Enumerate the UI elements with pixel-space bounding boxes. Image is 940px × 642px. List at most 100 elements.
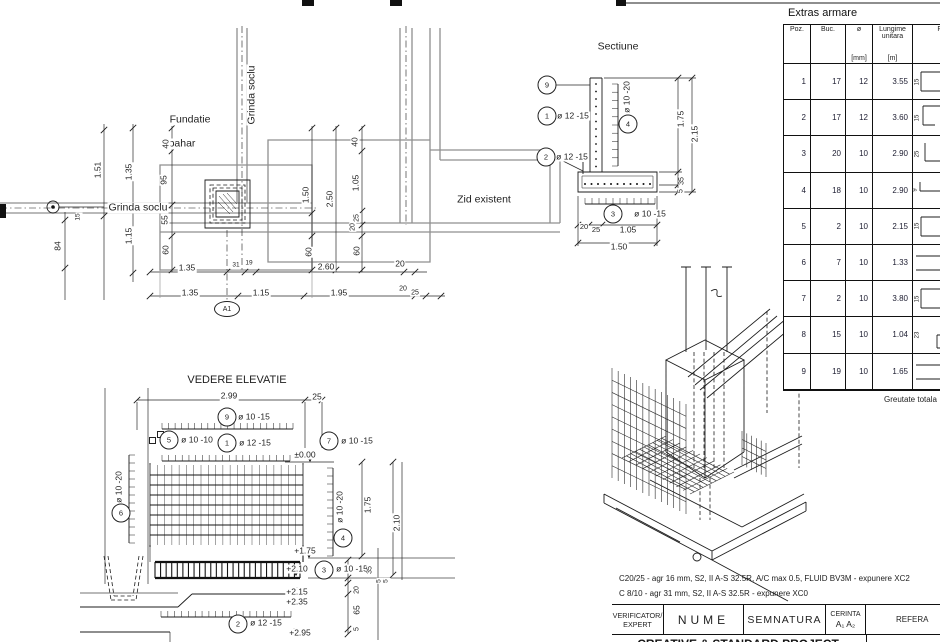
cell-dia: 10 [846,353,873,390]
plan-label: 60 [351,245,362,257]
plan-label: 20 [349,222,357,232]
plan-label: 1.50 [300,185,311,205]
cell-buc: 19 [811,353,846,390]
cell-buc: 17 [811,64,846,101]
isometric-rebar-3d [603,266,807,602]
elevation-label: +1.75 [293,545,317,556]
plan-label: 1.15 [123,226,134,246]
elevation-label: 1.75 [362,495,373,515]
fold-mark [390,0,402,6]
elevation-label: ø 10 -20 [334,490,345,524]
rebar-position-marker: 2 [228,614,248,634]
cell-forma-shape: 15 [913,64,940,101]
cell-lungime: 1.33 [873,244,913,282]
section-label: Sectiune [596,40,640,53]
fold-mark [616,0,626,6]
col-header-poz: Poz. [784,25,811,64]
cell-forma-shape: 23 [913,317,940,354]
forma-dim-label: 15 [914,78,921,85]
cell-poz: 7 [784,281,811,318]
section-label: ø 12 -15 [556,110,590,121]
elevation-label: +2.35 [285,596,309,607]
cell-dia: 12 [846,64,873,101]
cell-buc: 2 [811,281,846,318]
section-label: 1.75 [675,109,686,129]
plan-label: pahar [167,137,197,150]
elevation-label: ø 10 -10 [180,434,214,445]
plan-label: 1.35 [123,162,134,182]
cell-dia: 10 [846,244,873,282]
cell-buc: 2 [811,208,846,245]
plan-label: 1.05 [350,173,361,193]
plan-label: 60 [160,244,171,256]
plan-label: Fundatie [168,113,212,126]
fold-mark [302,0,314,6]
cell-dia: 10 [846,281,873,318]
rebar-position-marker: 1 [217,433,237,453]
plan-label: 1.95 [329,287,349,298]
plan-label: 1.51 [92,160,103,180]
elevation-label: +2.95 [288,627,312,638]
elevation-label: 25 [311,391,323,402]
cell-poz: 4 [784,172,811,209]
title-block-row2: CREATIVE & STANDARD PROJECT [612,635,940,642]
forma-dim-label: 15 [914,114,921,122]
rebar-schedule-header: Poz. Buc. ø[mm] Lungime unitara[m] Forma… [784,25,940,64]
plan-view [0,26,561,301]
col-header-buc: Buc. [811,25,846,64]
forma-dim-label: 23 [914,331,921,339]
axis-bubble-label: A1 [222,305,232,313]
concrete-notes: C20/25 - agr 16 mm, S2, II A-S 32.5R, A/… [619,571,910,601]
plan-label: Zid existent [456,193,512,206]
plan-label: 60 [303,246,314,258]
rebar-position-marker: 4 [618,114,638,134]
rebar-position-marker: 7 [319,431,339,451]
plan-label: Grinda soclu [245,64,258,126]
cell-lungime: 3.55 [873,64,913,101]
section-label: 2.15 [689,124,700,144]
generated-linework [61,74,767,638]
plan-label: 84 [52,240,63,252]
elevation-label: ±0.00 [293,449,317,460]
cell-forma-shape: 15 [913,100,940,137]
plan-label: 25 [410,289,420,297]
rebar-position-marker: 2 [536,147,556,167]
cell-poz: 2 [784,100,811,137]
cell-forma-shape: 25 [913,136,940,173]
rebar-position-marker: 6 [111,503,131,523]
cell-dia: 10 [846,317,873,354]
plan-label: 20 [394,258,406,269]
rebar-schedule-title: Extras armare [788,7,858,19]
cell-poz: 6 [784,244,811,282]
col-header-lungime: Lungime unitara[m] [873,25,913,64]
section-label: ø 10 -15 [633,208,667,219]
cell-dia: 10 [846,208,873,245]
plan-label: 19 [244,259,254,268]
plan-label: 55 [159,214,170,226]
elevation-label: ø 10 -20 [113,470,124,504]
plan-label: 2.60 [316,261,336,272]
section-label: ø 12 -15 [555,151,589,162]
col-header-diametru: ø[mm] [846,25,873,64]
cell-lungime: 3.80 [873,281,913,318]
cell-dia: 10 [846,136,873,173]
forma-dim-label: 25 [914,150,921,158]
rebar-position-marker: 3 [314,560,334,580]
note-line-2: C 8/10 - agr 31 mm, S2, II A-S 32.5R - e… [619,589,808,598]
cell-forma-shape [913,245,940,282]
cell-forma-shape: 15 [913,281,940,318]
plan-label: 1.15 [251,287,271,298]
verificator-cell: VERIFICATOR/EXPERT [612,605,664,634]
cell-lungime: 3.60 [873,100,913,137]
forma-dim-label: 9 [912,188,919,192]
cell-forma-shape: 15 [913,209,940,245]
fold-mark [0,204,6,218]
